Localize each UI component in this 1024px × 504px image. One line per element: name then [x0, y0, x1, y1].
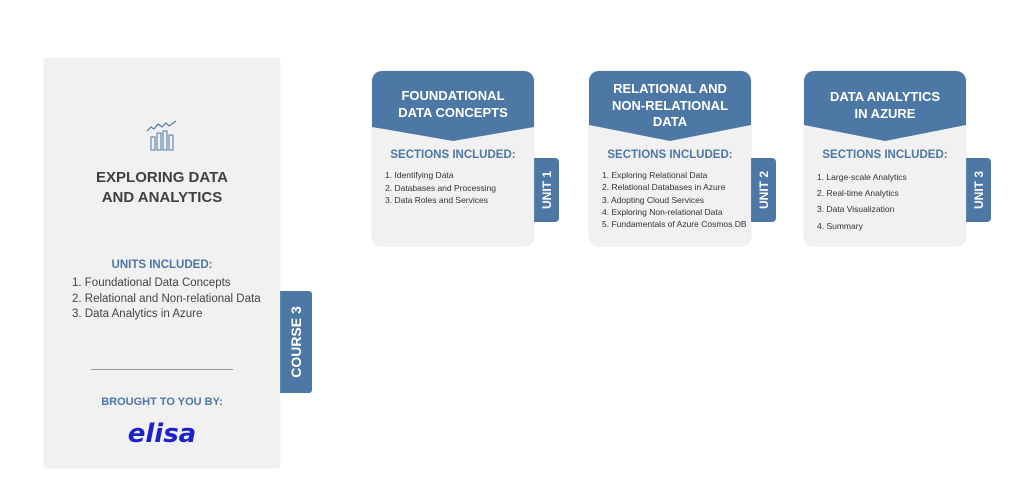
sections-heading: SECTIONS INCLUDED: [390, 149, 516, 161]
course-title: EXPLORING DATA AND ANALYTICS [44, 168, 280, 208]
unit-card: FOUNDATIONAL DATA CONCEPTS SECTIONS INCL… [372, 71, 534, 246]
course-tab: COURSE 3 [280, 291, 312, 393]
sections-list: 1. Large-scale Analytics 2. Real-time An… [817, 169, 907, 234]
course-title-line: AND ANALYTICS [101, 189, 223, 206]
course-tab-label: COURSE 3 [288, 306, 304, 378]
sections-heading: SECTIONS INCLUDED: [822, 149, 948, 161]
unit-title-line: DATA ANALYTICS [829, 89, 941, 104]
unit-title-line: IN AZURE [854, 105, 916, 121]
list-item: 2. Real-time Analytics [817, 188, 899, 199]
unit-tab: UNIT 1 [534, 158, 559, 222]
card-header-banner [372, 71, 534, 141]
unit-title: DATA ANALYTICS IN AZURE [804, 89, 966, 122]
units-list: 1. Foundational Data Concepts 2. Relatio… [72, 276, 261, 323]
list-item: 3. Data Visualization [817, 204, 895, 215]
unit-title-line: DATA [652, 114, 688, 129]
list-item: 5. Fundamentals of Azure Cosmos DB [602, 219, 747, 230]
card-header-banner [589, 71, 751, 141]
unit-title-line: NON-RELATIONAL [611, 97, 729, 113]
unit-tab-label: UNIT 1 [539, 170, 554, 210]
unit-tab-label: UNIT 3 [971, 170, 986, 210]
list-item: 4. Exploring Non-relational Data [602, 206, 723, 217]
chart-analytics-icon [146, 120, 177, 151]
unit-tab: UNIT 3 [966, 158, 991, 222]
course-title-line: EXPLORING DATA [96, 169, 228, 186]
sections-list: 1. Exploring Relational Data 2. Relation… [602, 169, 747, 230]
list-item: 3. Data Analytics in Azure [72, 308, 203, 320]
list-item: 3. Adopting Cloud Services [602, 194, 705, 205]
list-item: 2. Relational Databases in Azure [602, 182, 726, 193]
unit-title-line: RELATIONAL AND [613, 81, 727, 96]
sections-list: 1. Identifying Data 2. Databases and Pro… [385, 169, 496, 207]
unit-title: RELATIONAL AND NON-RELATIONAL DATA [589, 81, 751, 131]
divider [91, 369, 233, 370]
unit-title: FOUNDATIONAL DATA CONCEPTS [372, 88, 534, 121]
unit-tab: UNIT 2 [751, 158, 776, 222]
unit-card: RELATIONAL AND NON-RELATIONAL DATA SECTI… [589, 71, 751, 246]
list-item: 1. Exploring Relational Data [602, 170, 708, 180]
units-heading: UNITS INCLUDED: [111, 259, 213, 271]
list-item: 2. Relational and Non-relational Data [72, 292, 261, 305]
svg-text:elisa: elisa [128, 419, 196, 449]
unit-tab-label: UNIT 2 [756, 170, 771, 210]
unit-title-line: FOUNDATIONAL [401, 88, 505, 103]
list-item: 2. Databases and Processing [385, 182, 497, 193]
card-header-banner [804, 71, 966, 141]
elisa-logo: elisa [128, 419, 196, 449]
unit-title-line: DATA CONCEPTS [398, 104, 508, 120]
list-item: 4. Summary [817, 220, 863, 231]
list-item: 1. Identifying Data [385, 170, 454, 180]
list-item: 3. Data Roles and Services [385, 195, 488, 205]
unit-card: DATA ANALYTICS IN AZURE SECTIONS INCLUDE… [804, 71, 966, 246]
sections-heading: SECTIONS INCLUDED: [607, 149, 733, 161]
list-item: 1. Foundational Data Concepts [72, 277, 231, 289]
list-item: 1. Large-scale Analytics [817, 172, 907, 182]
brought-by-label: BROUGHT TO YOU BY: [101, 396, 223, 408]
